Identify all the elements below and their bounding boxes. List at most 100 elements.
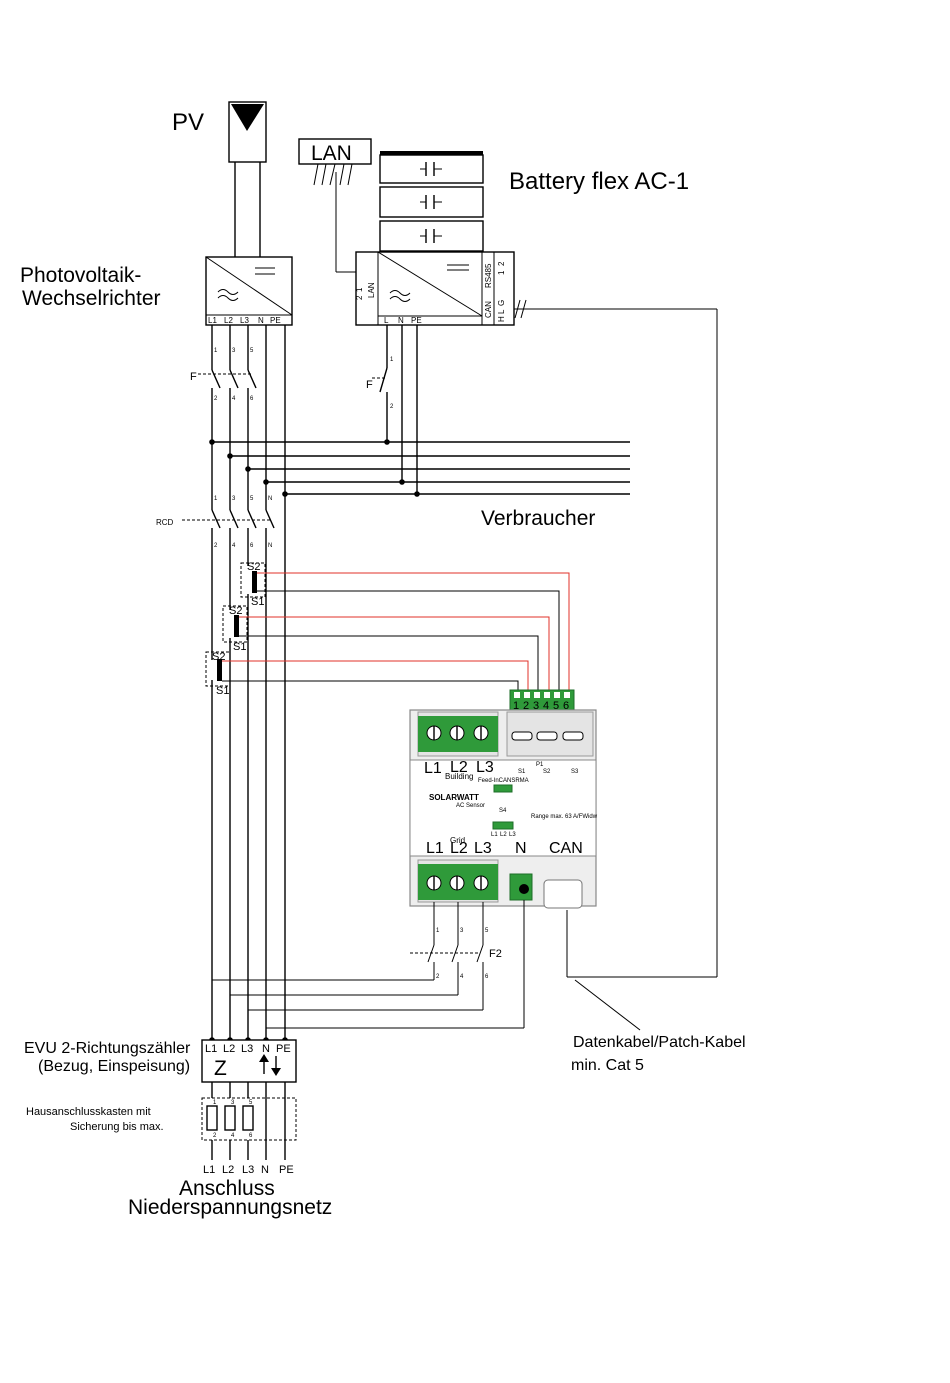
- house-fuse-pin-1: 1: [213, 1100, 217, 1106]
- battery-can-pin-l: L: [497, 309, 506, 314]
- sensor-feed-label: Feed-InCANSRMA: [478, 778, 529, 784]
- battery-can-pin-h: H: [497, 316, 506, 322]
- inverter-breaker-pin-4: 4: [232, 396, 236, 402]
- sensor-jumper-l3: L3: [509, 832, 516, 838]
- inverter-breaker-pin-6: 6: [250, 396, 254, 402]
- rcd-pin-6: 6: [250, 543, 254, 549]
- battery-circuit-breaker: F 1 2: [366, 357, 394, 410]
- f2-pin-4: 4: [460, 974, 464, 980]
- house-label-line1: Hausanschlusskasten mit: [26, 1106, 151, 1118]
- inverter-terminals: L1 L2 L3 N PE: [208, 316, 281, 325]
- f2-pin-6: 6: [485, 974, 489, 980]
- ct-l3-s2-label: S2: [247, 561, 260, 573]
- house-fuse-pin-3: 3: [231, 1100, 235, 1106]
- sensor-jumper-l2: L2: [500, 832, 507, 838]
- ct-wires: [222, 572, 570, 692]
- sensor-jumper-l1: L1: [491, 832, 498, 838]
- rcd-pin-1: 1: [214, 496, 218, 502]
- current-transformer-l1: S2 S1: [205, 651, 231, 697]
- inverter-label-line1: Photovoltaik-: [20, 264, 141, 287]
- f2-pin-2: 2: [436, 974, 440, 980]
- battery-terminal-pe: PE: [411, 316, 422, 325]
- rcd-pin-5: 5: [250, 496, 254, 502]
- house-fuse-pin-2: 2: [213, 1133, 217, 1139]
- ct-l3-s1-label: S1: [251, 596, 264, 608]
- battery-lan-pin-2: 2: [355, 295, 364, 300]
- grid-label-line1: Anschluss: [179, 1177, 275, 1200]
- sensor-brand-label: SOLARWATT: [429, 793, 479, 802]
- inverter-breaker-pin-3: 3: [232, 348, 236, 354]
- inverter-breaker-pin-2: 2: [214, 396, 218, 402]
- sensor-s1-label: S1: [518, 769, 526, 775]
- sensor-bottom-terminal-l3: L3: [474, 840, 492, 857]
- ct-l1-s1-label: S1: [216, 685, 229, 697]
- inverter-circuit-breaker: F 1 3 5 2 4 6: [190, 348, 257, 402]
- sensor-bottom-terminal-can: CAN: [549, 840, 583, 857]
- battery-can-label: CAN: [484, 301, 493, 318]
- ct-l1-s2-label: S2: [212, 651, 225, 663]
- meter-to-fuse-lines: [211, 1082, 286, 1160]
- house-fuse-pin-5: 5: [249, 1100, 253, 1106]
- ct-l2-s1-label: S1: [233, 641, 246, 653]
- f2-pin-1: 1: [436, 928, 440, 934]
- grid-terminal-l2: L2: [222, 1164, 234, 1176]
- sensor-s3-label: S3: [571, 769, 579, 775]
- sensor-top-terminal-l3: L3: [476, 759, 494, 776]
- sensor-pin-4: 4: [543, 700, 549, 712]
- sensor-s2-label: S2: [543, 769, 551, 775]
- battery-rs485-label: RS485: [484, 263, 493, 288]
- pv-module: [228, 101, 267, 258]
- f2-pin-3: 3: [460, 928, 464, 934]
- sensor-feed-wiring: F2 1 3 5 2 4 6: [212, 900, 525, 1029]
- pv-label: PV: [172, 109, 204, 136]
- cable-label-line2: min. Cat 5: [571, 1057, 644, 1074]
- sensor-grid-label: Grid: [450, 836, 465, 845]
- rcd-label: RCD: [156, 518, 174, 527]
- f2-pin-5: 5: [485, 928, 489, 934]
- lan-box: LAN: [298, 138, 372, 273]
- house-fuse-pin-6: 6: [249, 1133, 253, 1139]
- meter-symbol: Z: [214, 1057, 227, 1080]
- consumers-label: Verbraucher: [481, 507, 595, 530]
- meter-terminal-l1: L1: [205, 1043, 217, 1055]
- grid-terminal-l3: L3: [242, 1164, 254, 1176]
- sensor-pin-2: 2: [523, 700, 529, 712]
- inverter-terminal-n: N: [258, 316, 264, 325]
- inverter-terminal-l1: L1: [208, 316, 217, 325]
- rcd-pin-4: 4: [232, 543, 236, 549]
- inverter-terminal-pe: PE: [270, 316, 281, 325]
- sensor-bottom-terminal-l2: L2: [450, 840, 468, 857]
- can-cable: [514, 299, 718, 1031]
- sensor-p1-label: P1: [536, 762, 544, 768]
- grid-terminal-n: N: [261, 1164, 269, 1176]
- rcd-pin-n-bottom: N: [268, 543, 272, 549]
- sensor-top-terminal-l2: L2: [450, 759, 468, 776]
- battery-lan-label: LAN: [367, 282, 376, 298]
- battery-rs485-pin-1: 1: [497, 270, 506, 275]
- house-label-line2: Sicherung bis max.: [70, 1121, 164, 1133]
- grid-label-line2: Niederspannungsnetz: [128, 1196, 332, 1219]
- lan-label: LAN: [311, 142, 352, 165]
- battery-terminals: L N PE: [384, 316, 422, 325]
- sensor-pin-5: 5: [553, 700, 559, 712]
- battery-terminal-n: N: [398, 316, 404, 325]
- grid-terminal-l1: L1: [203, 1164, 215, 1176]
- battery-can-pin-g: G: [497, 300, 506, 306]
- ac-sensor: 1 2 3 4 5 6 L1 L2 L3 Building P1 S1 S2 S…: [409, 689, 598, 909]
- rcd-switch: RCD 1 3 5 N 2 4 6 N: [156, 496, 275, 549]
- battery-breaker-label: F: [366, 379, 373, 391]
- meter-label-line1: EVU 2-Richtungszähler: [24, 1040, 191, 1057]
- inverter-breaker-pin-5: 5: [250, 348, 254, 354]
- rcd-pin-3: 3: [232, 496, 236, 502]
- battery-rs485-pin-2: 2: [497, 261, 506, 266]
- sensor-pin-6: 6: [563, 700, 569, 712]
- battery-modules: [379, 151, 484, 252]
- grid-terminal-pe: PE: [279, 1164, 294, 1176]
- cable-label-line1: Datenkabel/Patch-Kabel: [573, 1034, 746, 1051]
- battery-label: Battery flex AC-1: [509, 168, 689, 195]
- battery-terminal-l: L: [384, 316, 389, 325]
- inverter-terminal-l2: L2: [224, 316, 233, 325]
- battery-breaker-pin-1: 1: [390, 357, 394, 363]
- meter-label-line2: (Bezug, Einspeisung): [38, 1058, 190, 1075]
